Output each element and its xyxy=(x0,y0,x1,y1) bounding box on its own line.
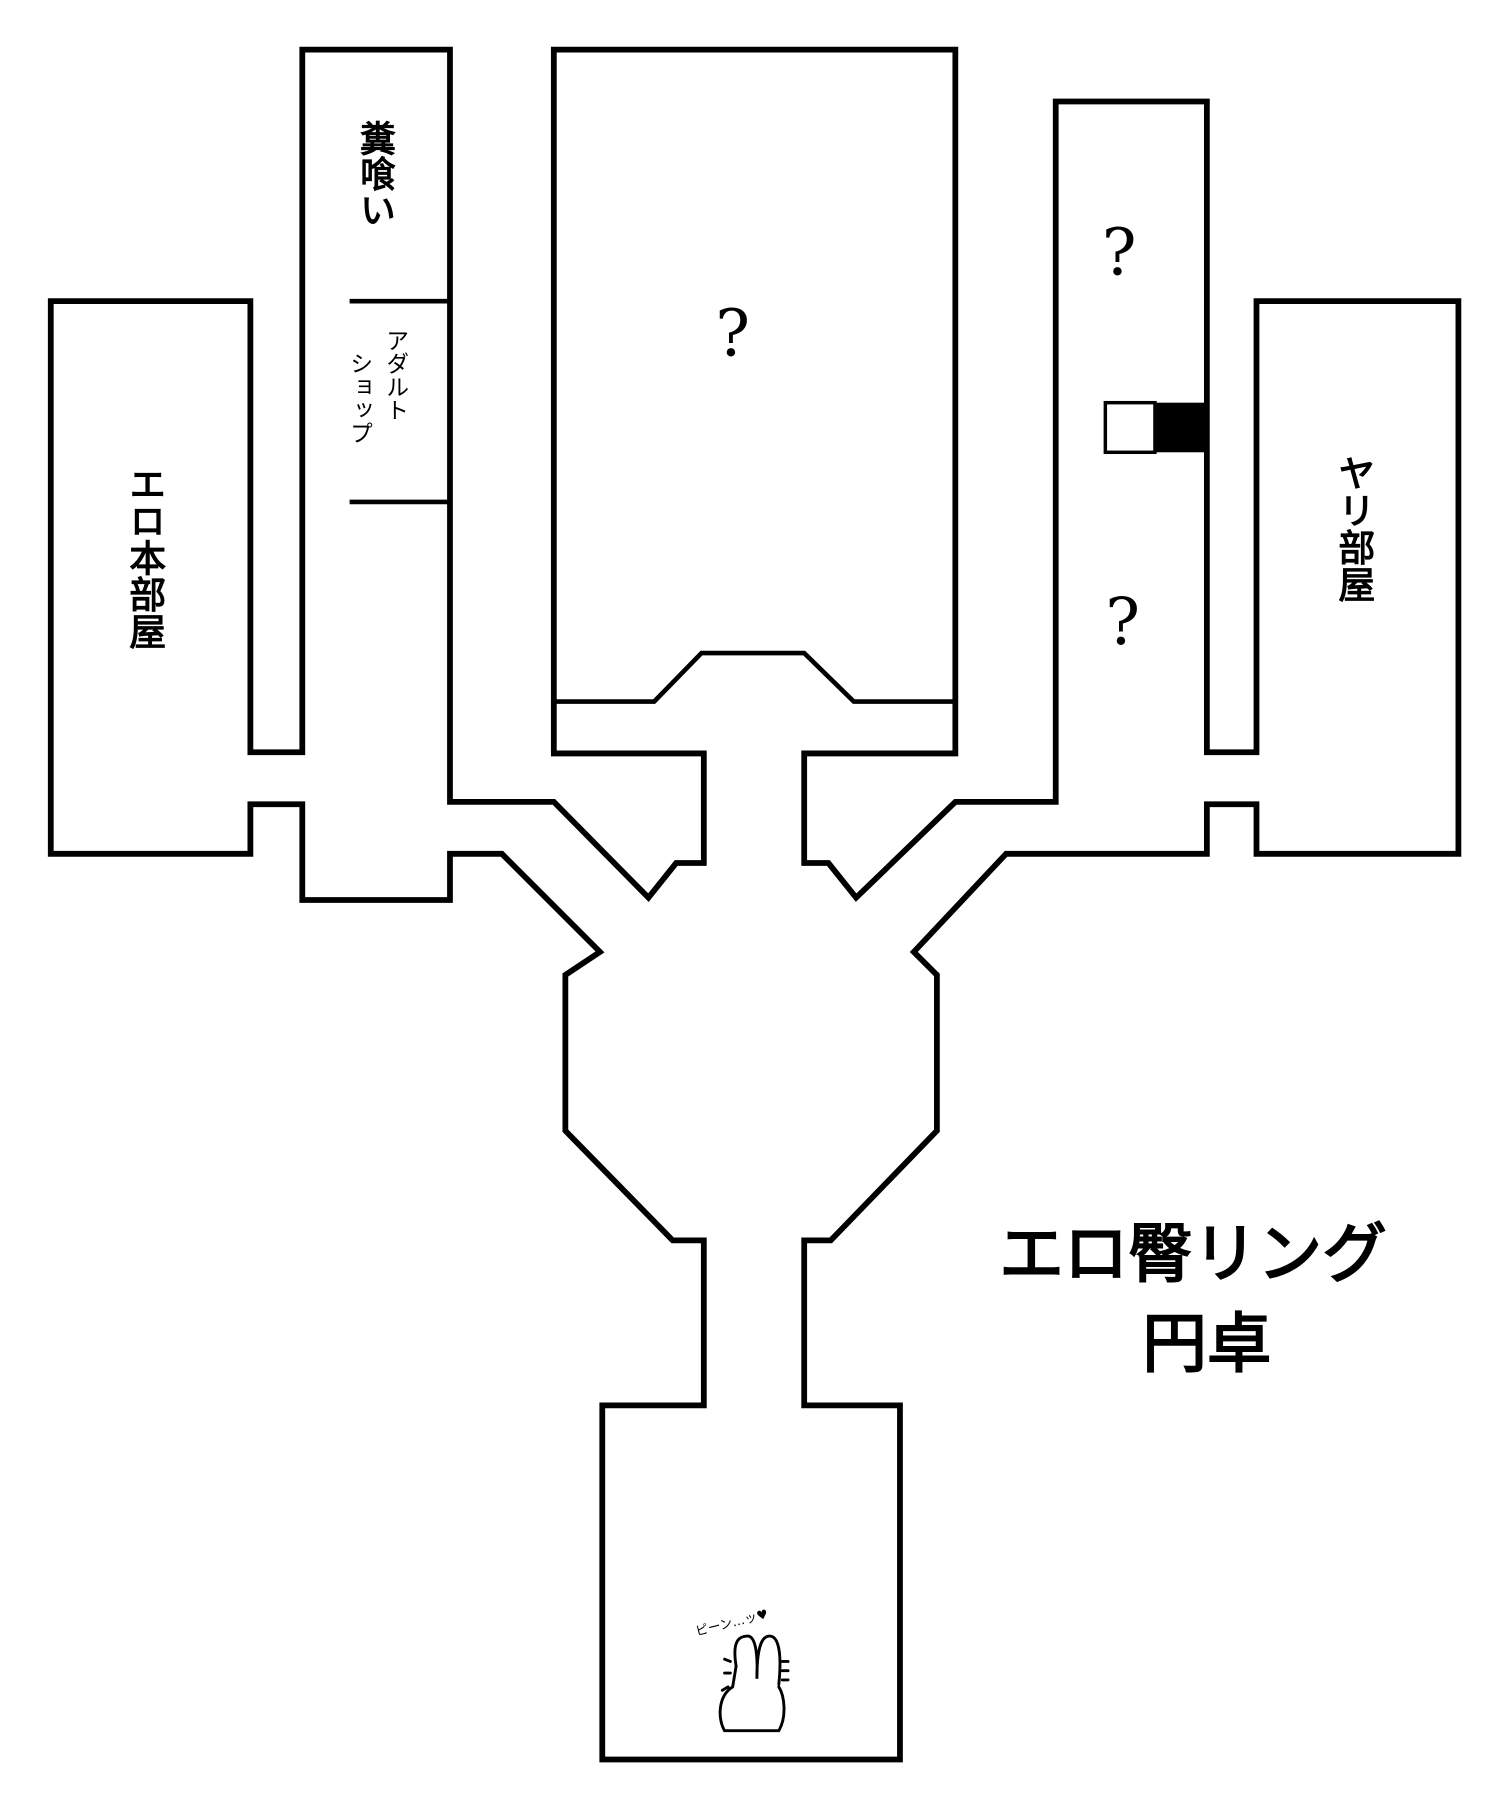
room-label-adult-shop-line1: アダルト xyxy=(381,328,410,422)
map-title: エロ臀リング xyxy=(999,1217,1387,1293)
room-label-adult-shop-line2: ショップ xyxy=(346,351,374,445)
room-label-feces-eater: 糞喰い xyxy=(353,119,395,228)
outer-wall-outline xyxy=(47,46,1462,1763)
stage-platform-edge xyxy=(553,650,956,704)
map-subtitle: 円卓 xyxy=(1142,1307,1272,1383)
unknown-room-center-mark: ? xyxy=(715,296,751,372)
door-white xyxy=(1103,400,1157,455)
room-label-yari-room: ヤリ部屋 xyxy=(1332,454,1377,603)
unknown-room-right-top-mark: ? xyxy=(1101,215,1137,291)
bunny-icon xyxy=(718,1634,790,1733)
room-label-erotic-book-room: エロ本部屋 xyxy=(123,464,168,650)
unknown-room-right-bottom-mark: ? xyxy=(1105,584,1140,660)
door-black xyxy=(1154,402,1207,453)
